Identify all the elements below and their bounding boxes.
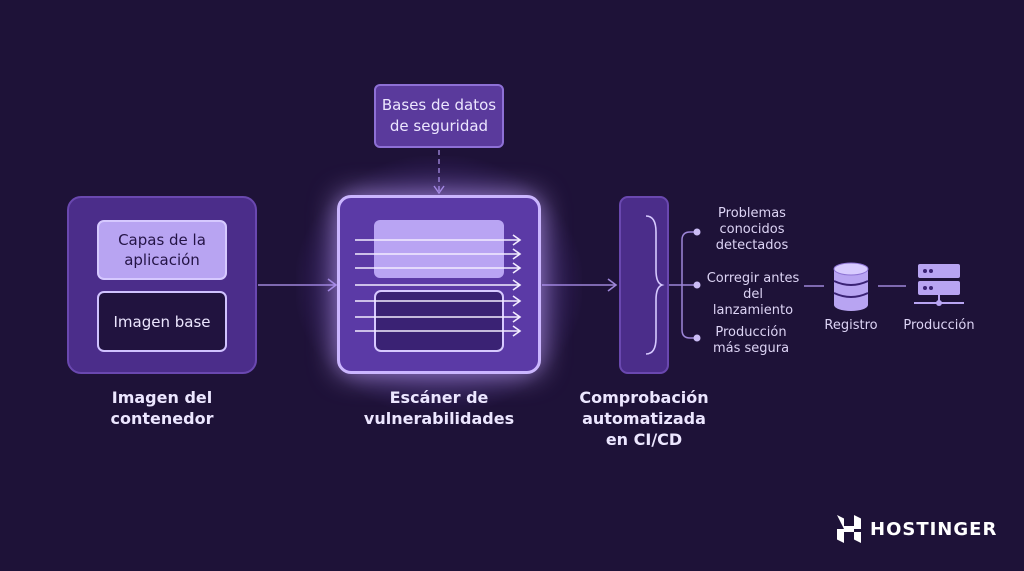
outcome-dot <box>693 228 701 236</box>
arrowhead-scanner-to-cicd <box>607 278 618 292</box>
brand-name: HOSTINGER <box>870 518 998 540</box>
hostinger-logo-icon <box>837 515 861 543</box>
server-icon <box>914 264 964 306</box>
database-icon <box>833 262 869 311</box>
hostinger-brand: HOSTINGER <box>836 513 997 545</box>
production-label: Producción <box>903 318 975 333</box>
base-image-box: Imagen base <box>97 291 227 352</box>
outcome-known-issues: Problemas conocidos detectados <box>715 206 789 253</box>
app-layers-box: Capas de la aplicación <box>97 220 227 280</box>
app-layers-label: Capas de la aplicación <box>118 231 206 269</box>
security-databases-label: Bases de datos de seguridad <box>381 96 497 135</box>
outcome-fanout <box>669 231 694 339</box>
base-image-label: Imagen base <box>113 312 211 331</box>
outcome-dot <box>693 281 701 289</box>
outcome-safer-production: Producción más segura <box>712 325 790 356</box>
vulnerability-scanner-caption: Escáner de vulnerabilidades <box>363 388 515 428</box>
cicd-caption: Comprobación automatizada en CI/CD <box>579 388 709 449</box>
brace-icon <box>645 215 665 355</box>
outcome-dot <box>693 334 701 342</box>
registry-label: Registro <box>824 318 878 333</box>
container-image-caption: Imagen del contenedor <box>110 388 214 428</box>
outcome-fix-before-release: Corregir antes del lanzamiento <box>706 271 800 318</box>
security-databases-box: Bases de datos de seguridad <box>374 84 504 148</box>
